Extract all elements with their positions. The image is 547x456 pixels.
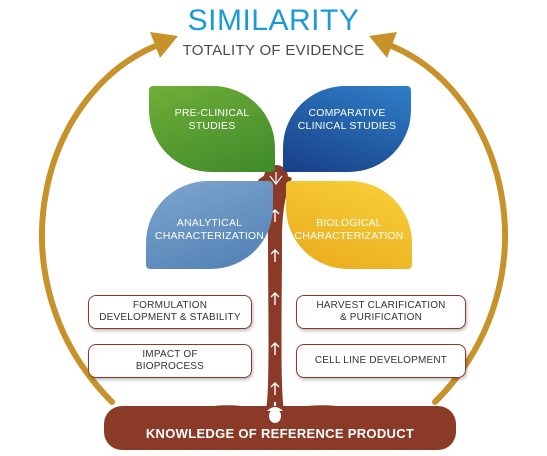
leaf-label-line: CLINICAL STUDIES — [297, 120, 397, 132]
base-label: KNOWLEDGE OF REFERENCE PRODUCT — [145, 426, 415, 441]
acorn-icon — [267, 402, 283, 423]
box-label-line: DEVELOPMENT & STABILITY — [99, 312, 241, 323]
leaf-label-line: COMPARATIVE — [308, 106, 386, 119]
leaf-label-line: STUDIES — [188, 120, 236, 132]
box-label-line: BIOPROCESS — [135, 361, 205, 372]
base-plate — [104, 406, 456, 450]
diagram-title: SIMILARITY — [187, 4, 360, 37]
box-label-line: HARVEST CLARIFICATION — [316, 299, 446, 311]
arc-arrowhead-left — [150, 32, 178, 58]
leaf-label-line: CHARACTERIZATION — [294, 230, 404, 242]
box-cell-line-development: CELL LINE DEVELOPMENT — [296, 344, 466, 378]
box-formulation-development: FORMULATION DEVELOPMENT & STABILITY — [88, 295, 252, 329]
diagram-subtitle: TOTALITY OF EVIDENCE — [182, 42, 365, 59]
leaf-biological-characterization: BIOLOGICAL CHARACTERIZATION — [286, 181, 412, 269]
cycle-arc-right — [378, 39, 508, 405]
arrow-up-icon — [270, 209, 280, 395]
box-impact-of-bioprocess: IMPACT OF BIOPROCESS — [88, 344, 252, 378]
arc-arrowhead-right — [369, 32, 397, 58]
leaf-label-line: CHARACTERIZATION — [154, 230, 265, 242]
tree-trunk — [258, 170, 292, 410]
leaf-label-line: ANALYTICAL — [176, 216, 243, 229]
box-label-line: & PURIFICATION — [339, 312, 423, 323]
box-label-line: IMPACT OF — [142, 348, 198, 360]
box-label-line: CELL LINE DEVELOPMENT — [314, 354, 448, 366]
box-label-line: FORMULATION — [132, 299, 208, 311]
leaf-comparative-clinical-studies: COMPARATIVE CLINICAL STUDIES — [283, 86, 411, 172]
box-harvest-clarification: HARVEST CLARIFICATION & PURIFICATION — [296, 295, 466, 329]
leaf-label-line: PRE-CLINICAL — [174, 106, 250, 119]
leaf-label-line: BIOLOGICAL — [316, 216, 382, 229]
branch-icon — [269, 172, 283, 185]
cycle-arc-left — [39, 39, 169, 405]
